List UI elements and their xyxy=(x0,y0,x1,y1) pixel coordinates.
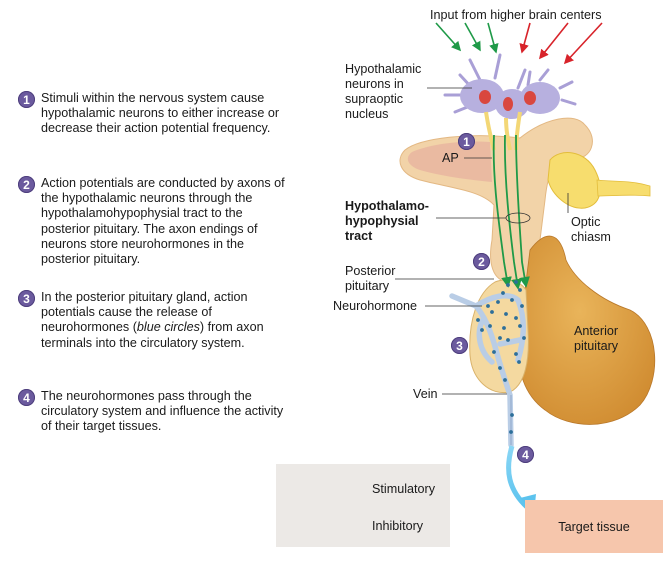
neurohormone-dot xyxy=(486,304,490,308)
neurohormone-dot xyxy=(518,324,522,328)
diagram-badge-1: 1 xyxy=(458,133,475,150)
neurohormone-dot xyxy=(517,360,521,364)
step-text: Action potentials are conducted by axons… xyxy=(41,176,285,267)
neurohormone-dot xyxy=(522,336,526,340)
blood-flow-arrow xyxy=(506,445,530,510)
step-badge: 3 xyxy=(18,290,35,307)
neurohormone-dot xyxy=(510,413,514,417)
neurohormone-dot xyxy=(506,338,510,342)
neurohormone-dot xyxy=(498,336,502,340)
neurohormone-dot xyxy=(502,326,506,330)
neurohormone-dot xyxy=(480,328,484,332)
neurohormone-dot xyxy=(503,378,507,382)
neurohormone-dot xyxy=(510,298,514,302)
neurohormone-dot xyxy=(514,316,518,320)
step-3: 3 In the posterior pituitary gland, acti… xyxy=(18,290,288,351)
anterior-pituitary-label: Anterior pituitary xyxy=(574,324,619,353)
step-text: Stimuli within the nervous system cause … xyxy=(41,91,280,136)
axon-tract xyxy=(492,134,530,290)
hypothalamic-neurons-label: Hypothalamic neurons in supraoptic nucle… xyxy=(345,62,422,121)
legend-inhibitory-label: Inhibitory xyxy=(372,519,424,533)
neurohormone-dot xyxy=(509,430,513,434)
anterior-pituitary xyxy=(517,235,656,425)
target-tissue-label: Target tissue xyxy=(558,519,630,534)
vein-network xyxy=(449,293,526,448)
step-text: In the posterior pituitary gland, action… xyxy=(41,290,264,350)
step-2: 2 Action potentials are conducted by axo… xyxy=(18,176,288,267)
neuron-nucleus xyxy=(503,97,513,111)
inhibitory-input-arrows xyxy=(519,22,603,65)
neurohormone-dot xyxy=(496,300,500,304)
ap-region xyxy=(407,141,492,182)
neurohormone-dot xyxy=(514,280,518,284)
neurohormone-dot xyxy=(492,350,496,354)
step-4: 4 The neurohormones pass through the cir… xyxy=(18,389,288,435)
step-badge: 4 xyxy=(18,389,35,406)
target-tissue-box: Target tissue xyxy=(525,500,663,553)
italic-emphasis: blue circles xyxy=(136,320,200,335)
neurohormone-dot xyxy=(476,318,480,322)
ap-label: AP xyxy=(442,151,459,165)
neurohormone-dot xyxy=(488,324,492,328)
step-1: 1 Stimuli within the nervous system caus… xyxy=(18,91,288,137)
neuron-nucleus xyxy=(524,91,536,105)
neuron-nucleus xyxy=(479,90,491,104)
neurohormone-dot xyxy=(501,291,505,295)
hypothalamic-neurons xyxy=(443,53,577,151)
diagram-badge-4: 4 xyxy=(517,446,534,463)
vein-label: Vein xyxy=(413,387,438,401)
neurohormone-dot xyxy=(490,310,494,314)
legend: Stimulatory Inhibitory xyxy=(276,464,450,547)
step-text: The neurohormones pass through the circu… xyxy=(41,389,284,434)
tract-label: Hypothalamo- hypophysial tract xyxy=(345,199,429,243)
optic-chiasm-label: Optic chiasm xyxy=(571,215,611,244)
input-label: Input from higher brain centers xyxy=(430,8,602,22)
diagram-badge-2: 2 xyxy=(473,253,490,270)
posterior-pituitary-label: Posterior pituitary xyxy=(345,264,396,293)
step-badge: 1 xyxy=(18,91,35,108)
neurohormone-dot xyxy=(518,288,522,292)
neurohormone-dot xyxy=(498,366,502,370)
step-badge: 2 xyxy=(18,176,35,193)
neurohormone-dot xyxy=(504,312,508,316)
leader-lines xyxy=(395,87,569,395)
neurohormone-dot xyxy=(520,304,524,308)
neurohormone-label: Neurohormone xyxy=(333,299,418,313)
stimulatory-input-arrows xyxy=(435,22,499,54)
neurohormone-dots xyxy=(476,280,526,434)
optic-chiasm xyxy=(547,152,601,209)
neurohormone-dot xyxy=(514,352,518,356)
diagram-badge-3: 3 xyxy=(451,337,468,354)
legend-stimulatory-label: Stimulatory xyxy=(372,482,435,496)
neurohormone-dot xyxy=(506,283,510,287)
